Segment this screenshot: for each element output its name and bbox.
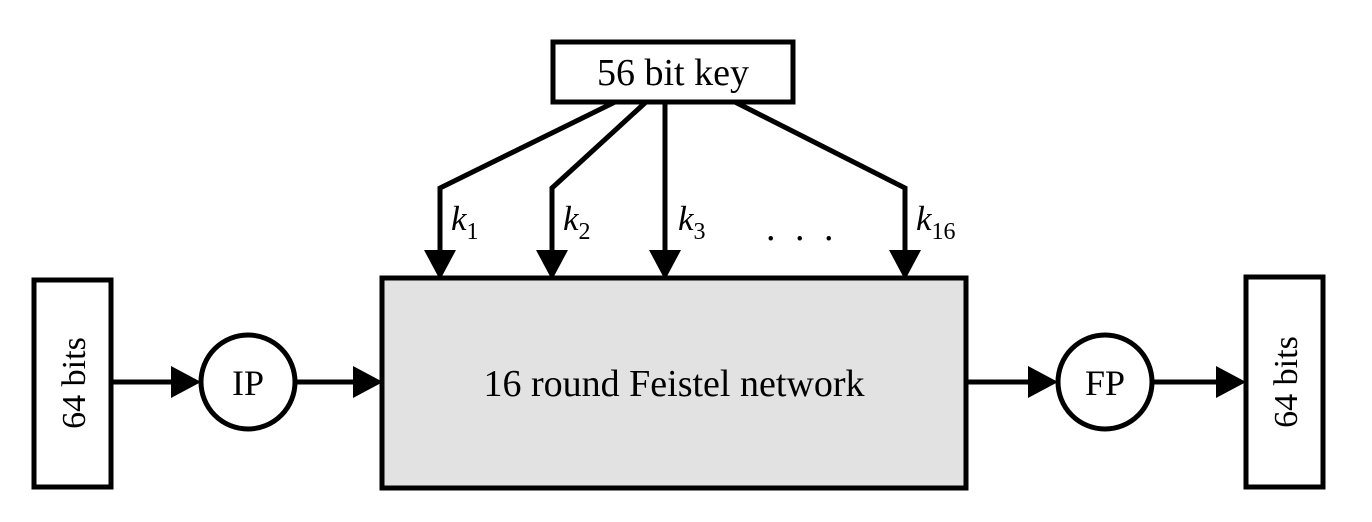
round-key-arrowhead-k2: [536, 250, 568, 280]
output-box: [1243, 274, 1326, 490]
fp-node-group: FP: [1055, 332, 1155, 432]
input-to-ip-arrowhead: [171, 366, 201, 398]
key-box: [550, 39, 796, 105]
feistel-to-fp-arrowhead: [1028, 366, 1058, 398]
round-key-arrowhead-k1: [424, 250, 456, 280]
input-box: [31, 277, 114, 490]
ip-to-feistel-connector: [295, 366, 383, 398]
key-box-label: 56 bit key: [597, 52, 749, 94]
round-key-connectors: [424, 99, 921, 280]
ip-label: IP: [232, 363, 264, 403]
output-box-label: 64 bits: [1268, 336, 1305, 428]
fp-to-output-arrowhead: [1216, 366, 1246, 398]
round-key-label-k16: k16: [916, 199, 956, 245]
round-key-line-k1: [437, 99, 617, 262]
round-key-base-k3: k: [678, 199, 695, 238]
input-box-label: 64 bits: [56, 337, 93, 429]
feistel-box-label: 16 round Feistel network: [483, 363, 864, 405]
feistel-box: [379, 275, 969, 491]
round-key-sub-k2: 2: [579, 219, 591, 245]
round-key-sub-k1: 1: [467, 219, 479, 245]
fp-to-output-connector: [1152, 366, 1246, 398]
fp-label: FP: [1085, 363, 1125, 403]
input-to-ip-connector: [111, 366, 201, 398]
input-box-group: 64 bits: [31, 277, 114, 490]
round-key-sub-k16: 16: [932, 219, 956, 245]
round-key-base-k1: k: [451, 199, 468, 238]
round-key-line-k2: [549, 100, 648, 262]
round-key-label-k3: k3: [678, 199, 706, 245]
ip-node-group: IP: [198, 332, 298, 432]
key-box-group: 56 bit key: [550, 39, 796, 105]
round-key-label-k1: k1: [451, 199, 479, 245]
round-key-ellipsis: . . .: [766, 207, 839, 249]
feistel-to-fp-connector: [966, 366, 1058, 398]
round-key-base-k2: k: [563, 199, 580, 238]
round-key-base-k16: k: [916, 199, 933, 238]
ip-to-feistel-arrowhead: [353, 366, 383, 398]
round-key-labels: k1 k2 k3 . . . k16: [451, 199, 956, 249]
round-key-arrowhead-k16: [889, 250, 921, 280]
round-key-sub-k3: 3: [694, 219, 706, 245]
output-box-group: 64 bits: [1243, 274, 1326, 490]
feistel-box-group: 16 round Feistel network: [379, 275, 969, 491]
round-key-arrowhead-k3: [649, 250, 681, 280]
round-key-label-k2: k2: [563, 199, 591, 245]
round-key-line-k16: [733, 99, 908, 262]
